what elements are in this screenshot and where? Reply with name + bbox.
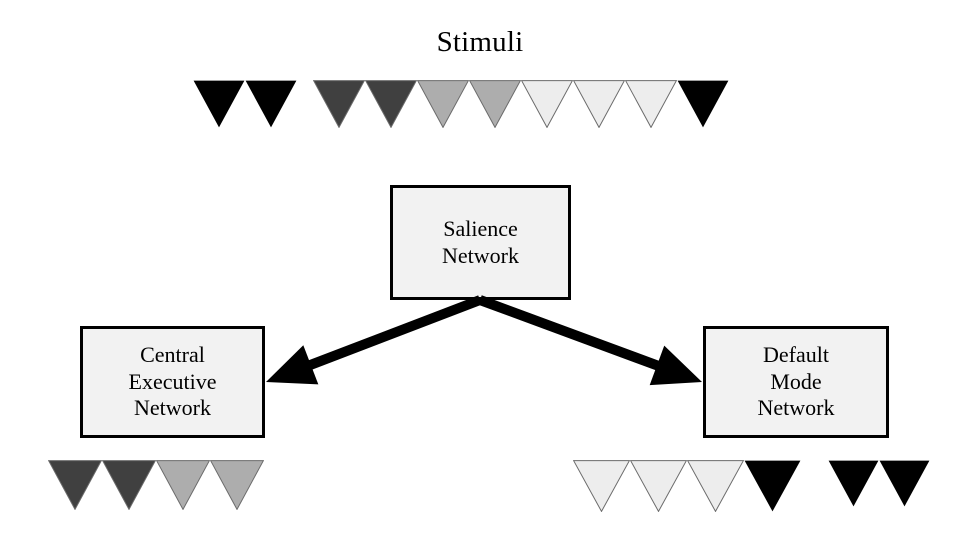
stimulus-triangle-light-gray <box>629 460 688 513</box>
stimulus-triangle-black <box>193 80 245 128</box>
triangle-row-default-mode-row <box>0 460 960 513</box>
stimulus-triangle-black <box>744 460 801 512</box>
box-label-line: Executive <box>128 368 217 394</box>
triangle-row-central-executive-row <box>0 460 960 511</box>
stimulus-triangle-light-gray <box>572 460 631 513</box>
triangle-group <box>312 80 729 130</box>
triangle-row-stimuli-row <box>0 80 960 130</box>
box-label-line: Salience <box>443 215 518 241</box>
stimulus-triangle-black <box>879 460 930 507</box>
stimulus-triangle-light-gray <box>572 80 626 129</box>
triangle-group <box>47 460 265 511</box>
stimulus-triangle-dark-gray <box>312 80 366 129</box>
arrow-shaft <box>478 295 665 373</box>
stimulus-triangle-black <box>245 80 297 128</box>
arrow-salience-to-default-mode <box>478 295 702 386</box>
arrow-head <box>266 345 319 385</box>
box-label-line: Default <box>763 341 829 367</box>
stimulus-triangle-light-gray <box>520 80 574 129</box>
stimulus-triangle-light-gray <box>624 80 678 129</box>
page-title: Stimuli <box>436 26 524 58</box>
arrow-head <box>649 345 702 386</box>
triangle-group <box>193 80 297 130</box>
arrow-salience-to-central-executive <box>266 295 482 385</box>
box-label-line: Mode <box>770 368 822 394</box>
triangle-group <box>828 460 930 510</box>
stimulus-triangle-medium-gray <box>468 80 522 129</box>
stimulus-triangle-medium-gray <box>155 460 211 511</box>
box-label-line: Network <box>757 395 835 421</box>
stimulus-triangle-medium-gray <box>416 80 470 129</box>
stimulus-triangle-medium-gray <box>209 460 265 511</box>
arrow-shaft <box>303 295 482 372</box>
stimulus-triangle-black <box>677 80 729 128</box>
box-label-line: Network <box>442 242 519 268</box>
stimulus-triangle-black <box>828 460 879 507</box>
stimulus-triangle-dark-gray <box>101 460 157 511</box>
stimulus-triangle-light-gray <box>686 460 745 513</box>
box-label-line: Network <box>134 395 211 421</box>
box-label-line: Central <box>140 341 205 367</box>
stimulus-triangle-dark-gray <box>47 460 103 511</box>
stimulus-triangle-dark-gray <box>364 80 418 129</box>
triangle-group <box>572 460 801 513</box>
